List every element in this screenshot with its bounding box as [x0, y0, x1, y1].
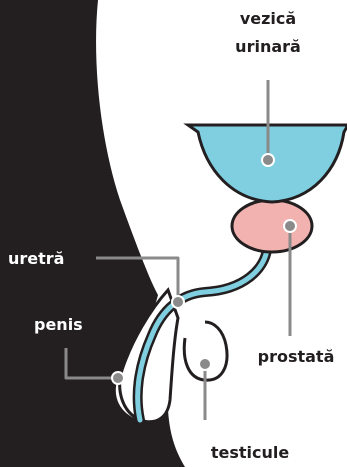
testicles-label: testicule: [211, 443, 290, 462]
penis-label: penis: [34, 315, 83, 334]
penis-pin: [112, 372, 124, 384]
prostate-shape: [232, 200, 312, 252]
prostate-pin: [284, 220, 296, 232]
prostate-label: prostată: [258, 347, 335, 366]
urethra-label: uretră: [8, 249, 64, 268]
urethra-pin: [172, 296, 184, 308]
bladder-pin: [262, 154, 274, 166]
bladder-label-line1: vezică: [240, 9, 296, 28]
bladder-label-line2: urinară: [235, 37, 301, 56]
testicles-pin: [199, 358, 211, 370]
